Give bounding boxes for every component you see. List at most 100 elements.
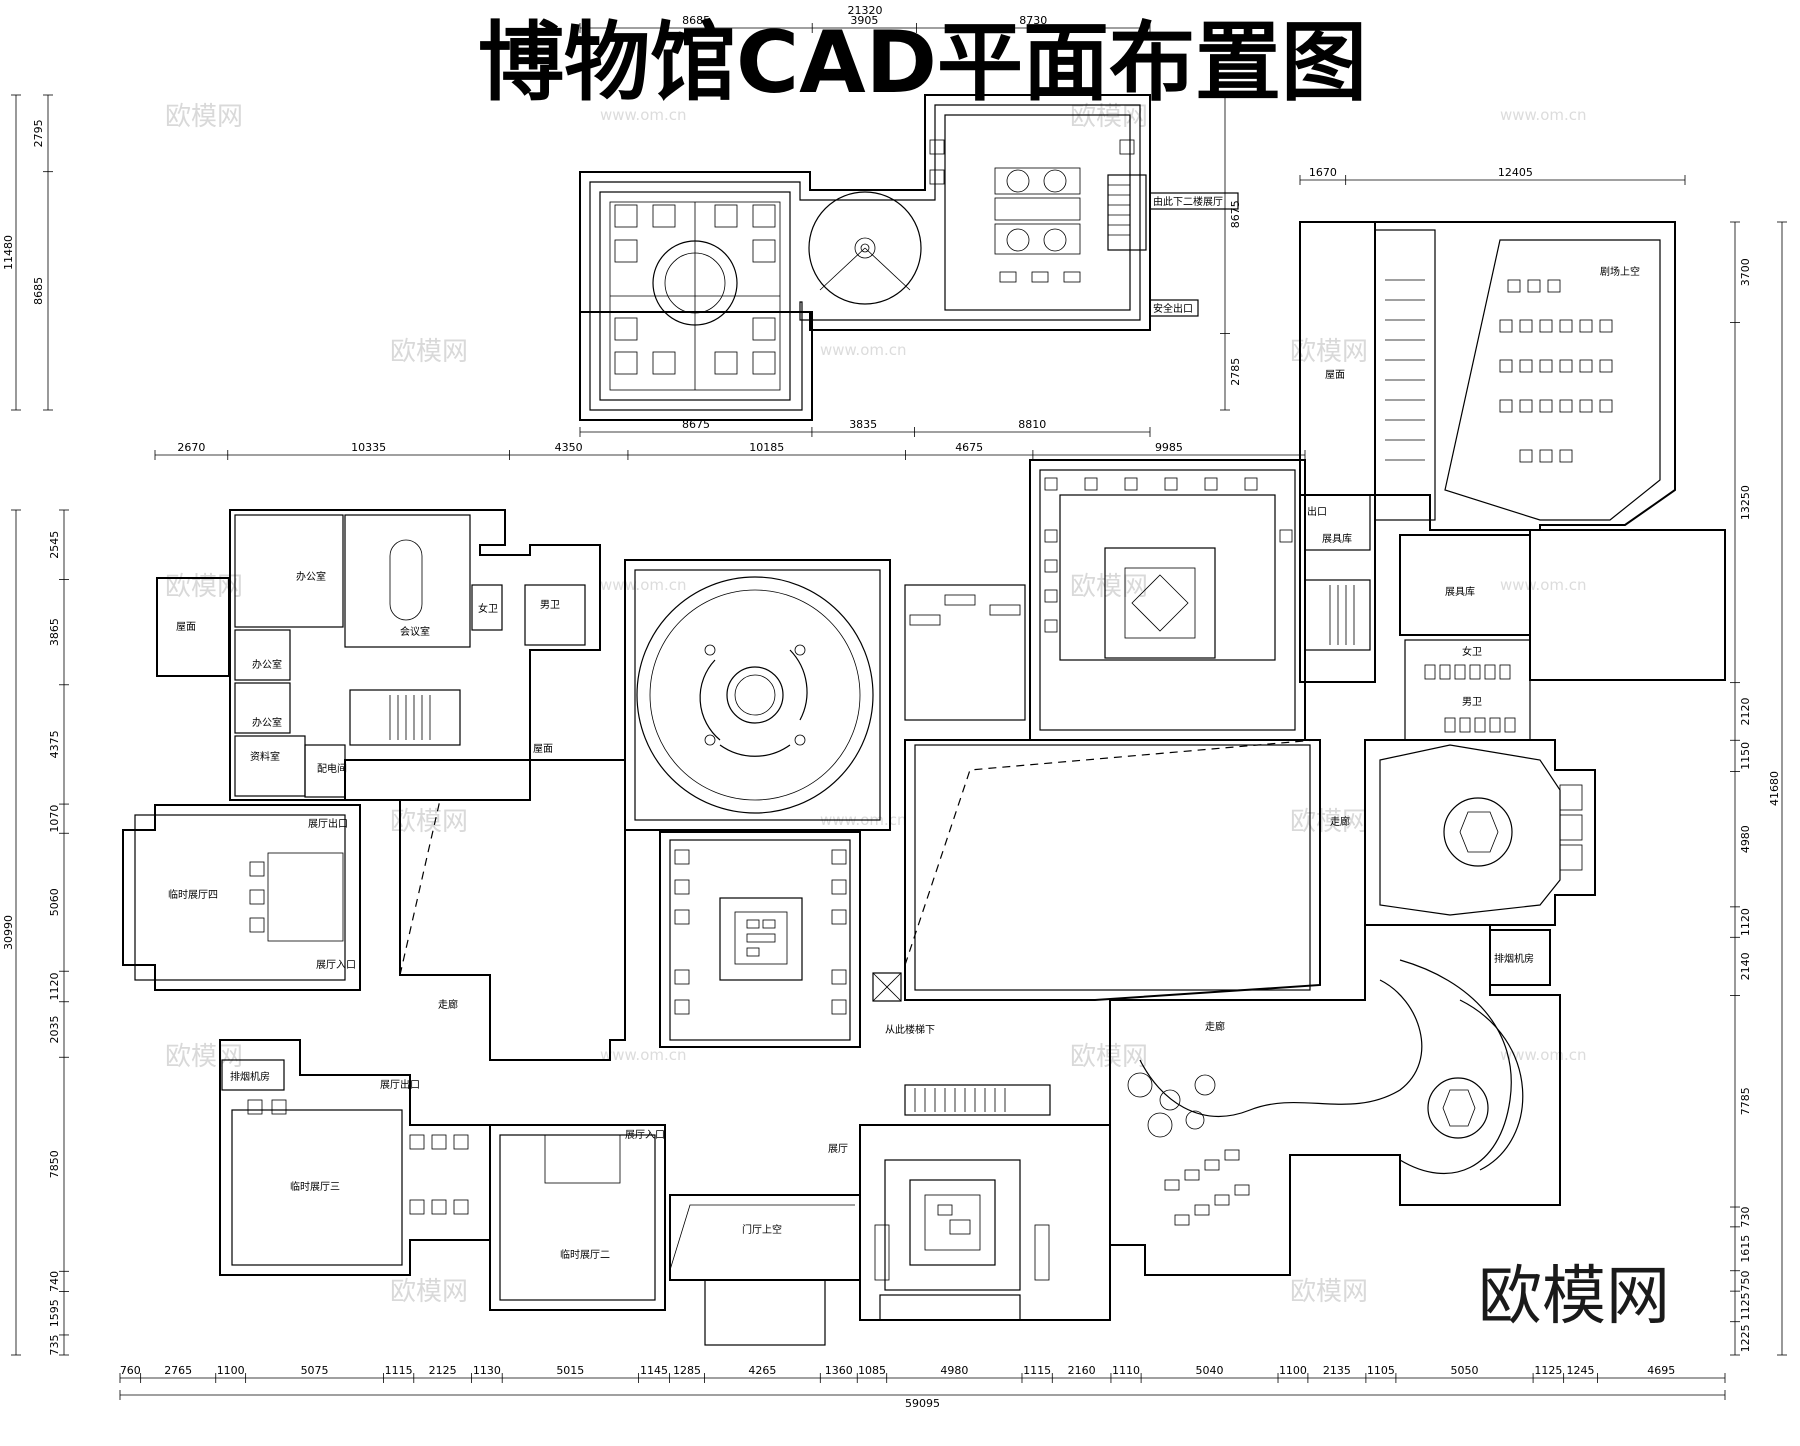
watermark: 欧模网 <box>165 572 243 602</box>
watermark: 欧模网 <box>1290 1277 1368 1307</box>
watermark: 欧模网 <box>390 807 468 837</box>
dim-bottom-row-label: 5040 <box>1196 1364 1224 1377</box>
display-case-grid <box>614 204 776 375</box>
watermark-url: www.om.cn <box>1500 576 1587 594</box>
stair-treads <box>1108 184 1130 236</box>
watermark-url: www.om.cn <box>600 106 687 124</box>
dim-bottom-row-label: 1145 <box>640 1364 668 1377</box>
dim-right-main-label: 4980 <box>1739 825 1752 853</box>
dim-bottom-row-label: 1115 <box>385 1364 413 1377</box>
dim-bottom-row-label: 5050 <box>1450 1364 1478 1377</box>
watermark: 欧模网 <box>390 1277 468 1307</box>
watermark: 欧模网 <box>1290 807 1368 837</box>
dim-right-main-label: 1125 <box>1739 1292 1752 1320</box>
label-exit-right: 出口 <box>1307 505 1327 518</box>
dim-right-main-label: 1615 <box>1739 1235 1752 1263</box>
dim-bottom-row-label: 1115 <box>1023 1364 1051 1377</box>
label-hall-exit-b: 展厅出口 <box>380 1078 420 1091</box>
label-smoke-right: 排烟机房 <box>1494 952 1534 965</box>
dim-left-main-label: 2035 <box>48 1016 61 1044</box>
dim-left-upper-label: 2795 <box>32 119 45 147</box>
dim-left-main-label: 1120 <box>48 972 61 1000</box>
watermark: 欧模网 <box>390 337 468 367</box>
theater-wing: 剧场上空 屋面 出口 展具库 展具库 女卫 男卫 <box>1299 221 1726 741</box>
dim-bottom-row-label: 760 <box>120 1364 141 1377</box>
label-corridor-east: 走廊 <box>1330 815 1350 828</box>
label-hall-entry-b: 展厅入口 <box>625 1129 665 1141</box>
dim-main-top-label: 9985 <box>1155 441 1183 454</box>
lobby-void: 门厅上空 <box>669 1194 861 1346</box>
label-women-right: 女卫 <box>1462 645 1482 658</box>
dim-right-main-label: 1120 <box>1739 908 1752 936</box>
dim-bottom-row-label: 2160 <box>1068 1364 1096 1377</box>
label-corridor-right: 走廊 <box>1205 1020 1225 1033</box>
label-meeting-room: 会议室 <box>400 625 430 638</box>
watermark: 欧模网 <box>165 102 243 132</box>
dim-main-top-label: 10335 <box>351 441 386 454</box>
dim-top-row-label: 3905 <box>850 14 878 27</box>
dim-bottom-row-label: 1110 <box>1112 1364 1140 1377</box>
temp-hall-3: 临时展厅三 展厅出口 排烟机房 <box>219 1039 491 1276</box>
watermark-url: www.om.cn <box>600 1046 687 1064</box>
dim-bottom-row-label: 2125 <box>429 1364 457 1377</box>
right-restroom-stalls <box>1424 664 1516 733</box>
garden <box>1109 924 1561 1276</box>
dim-right-upper-label: 8675 <box>1229 200 1242 228</box>
label-office-3: 办公室 <box>252 716 282 729</box>
hall-side-cases <box>674 849 847 1015</box>
dim-bottom-row-label: 1100 <box>217 1364 245 1377</box>
label-archive: 资料室 <box>250 750 280 763</box>
label-hall-exit-a: 展厅出口 <box>308 817 348 830</box>
dim-bottom-row-label: 1360 <box>825 1364 853 1377</box>
watermark: 欧模网 <box>1070 102 1148 132</box>
dim-left-main-label: 3865 <box>48 618 61 646</box>
upper-right-hall <box>904 459 1306 741</box>
dim-right-main-total-label: 41680 <box>1768 771 1781 806</box>
bottom-stair <box>914 1088 1006 1112</box>
temp-hall-4: 临时展厅四 展厅出口 展厅入口 <box>122 804 361 991</box>
watermark: 欧模网 <box>1290 337 1368 367</box>
dim-main-top-label: 4675 <box>955 441 983 454</box>
dim-theater-top-label: 1670 <box>1309 166 1337 179</box>
label-women-restroom: 女卫 <box>478 602 498 615</box>
dim-upper-bottom-label: 3835 <box>849 418 877 431</box>
label-to-floor2: 由此下二楼展厅 <box>1153 195 1223 208</box>
watermark-url: www.om.cn <box>1500 106 1587 124</box>
dim-bottom-row-label: 1130 <box>473 1364 501 1377</box>
label-office-1: 办公室 <box>296 570 326 583</box>
dim-left-main-label: 7850 <box>48 1150 61 1178</box>
corridor-area: 走廊 走廊 走廊 <box>344 739 1350 1061</box>
brand-logo: 欧模网 <box>1478 1260 1670 1334</box>
label-roof-left: 屋面 <box>176 621 196 633</box>
dim-right-main-label: 7785 <box>1739 1087 1752 1115</box>
dim-right-main-label: 730 <box>1739 1206 1752 1227</box>
theater-seats <box>1499 279 1613 463</box>
label-temp-hall-3: 临时展厅三 <box>290 1180 340 1193</box>
label-men-right: 男卫 <box>1462 696 1482 708</box>
dim-bottom-row-label: 4980 <box>940 1364 968 1377</box>
temp-hall-2: 临时展厅二 展厅入口 <box>489 1124 666 1311</box>
watermark-url: www.om.cn <box>1500 1046 1587 1064</box>
dim-top-total: 21320 <box>848 4 883 17</box>
dim-left-main-label: 735 <box>48 1334 61 1355</box>
label-roof-mid: 屋面 <box>533 743 553 755</box>
dim-upper-bottom-label: 8675 <box>682 418 710 431</box>
office-wing: 办公室 会议室 办公室 办公室 资料室 配电间 女卫 男卫 屋面 屋面 <box>156 509 601 801</box>
dim-bottom-row-label: 1285 <box>673 1364 701 1377</box>
label-temp-hall-2: 临时展厅二 <box>560 1248 610 1261</box>
dim-bottom-row-label: 1245 <box>1567 1364 1595 1377</box>
dim-theater-top-label: 12405 <box>1498 166 1533 179</box>
watermark-url: www.om.cn <box>820 341 907 359</box>
label-roof-right: 屋面 <box>1325 369 1345 381</box>
dim-left-main-label: 2545 <box>48 531 61 559</box>
dim-bottom-row-label: 2765 <box>164 1364 192 1377</box>
dim-left-main-total-label: 30990 <box>2 915 15 950</box>
upper-hall-pillars <box>1044 477 1293 633</box>
central-display-hall: 从此楼梯下 <box>659 831 935 1048</box>
dim-right-upper-label: 2785 <box>1229 358 1242 386</box>
label-storage-2: 展具库 <box>1445 585 1475 598</box>
dim-left-main-label: 740 <box>48 1271 61 1292</box>
dim-top-row-label: 8685 <box>682 14 710 27</box>
dim-bottom-row-label: 1100 <box>1279 1364 1307 1377</box>
